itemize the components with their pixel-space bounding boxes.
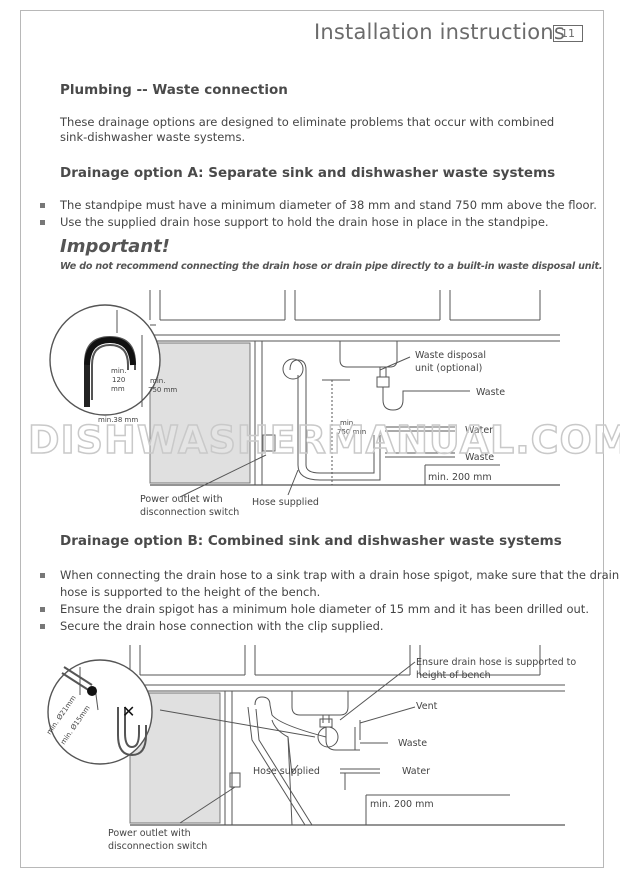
standpipe-label-min: min. [340,419,355,427]
bullet-icon [40,607,45,612]
page-frame [20,10,604,868]
bullet-text-cont: hose is supported to the height of the b… [60,585,321,599]
label-vent: Vent [416,701,438,712]
section-heading-plumbing: Plumbing -- Waste connection [60,82,288,98]
bullet-icon [40,203,45,208]
page-number: 11 [553,25,583,42]
bullet-text: Ensure the drain spigot has a minimum ho… [60,602,589,616]
bullet-icon [40,573,45,578]
option-a-bullet-list: The standpipe must have a minimum diamet… [40,197,597,231]
label-waste: Waste [476,387,505,398]
inset-label-min: min. [111,367,126,375]
inset-label-mm: mm [111,385,125,393]
label-hose-supplied: Hose supplied [252,497,319,508]
plumbing-intro: These drainage options are designed to e… [60,115,560,145]
section-heading-option-b: Drainage option B: Combined sink and dis… [60,533,562,549]
list-item: Ensure the drain spigot has a minimum ho… [40,601,619,618]
important-heading: Important! [60,236,170,257]
section-heading-option-a: Drainage option A: Separate sink and dis… [60,165,556,181]
label-power-outlet: Power outlet with [140,494,223,505]
bullet-text: Secure the drain hose connection with th… [60,619,384,633]
bullet-text: Use the supplied drain hose support to h… [60,215,549,229]
label-min-200: min. 200 mm [428,472,492,483]
label-waste: Waste [398,738,427,749]
list-item: Use the supplied drain hose support to h… [40,214,597,231]
important-note: We do not recommend connecting the drain… [60,261,603,272]
inset-label-min-750: min. [150,377,165,385]
label-ensure-support-2: height of bench [416,670,491,681]
inset-label-120: 120 [112,376,125,384]
bullet-text: When connecting the drain hose to a sink… [60,568,620,582]
standpipe-label-750: 750 mm [337,428,366,436]
inset-label-min-38: min.38 mm [98,416,138,424]
bullet-icon [40,220,45,225]
inset-label-750mm: 750 mm [148,386,177,394]
label-power-outlet-2: disconnection switch [108,841,207,852]
hose-clip-icon [87,686,97,696]
bullet-text: The standpipe must have a minimum diamet… [60,198,597,212]
option-b-bullet-list: When connecting the drain hose to a sink… [40,567,619,635]
plumbing-intro-line2: sink-dishwasher waste systems. [60,130,246,144]
page-title: Installation instructions [314,20,565,44]
label-waste-2: Waste [465,452,494,463]
bullet-icon [40,624,45,629]
label-waste-disposal-2: unit (optional) [415,363,482,374]
label-power-outlet: Power outlet with [108,828,191,839]
label-water: Water [465,425,493,436]
label-ensure-support: Ensure drain hose is supported to [416,657,576,668]
diagram-option-a: min. 120 mm min. 750 mm min.38 mm min. 7… [49,290,560,518]
label-hose-supplied: Hose supplied [253,766,320,777]
list-item: Secure the drain hose connection with th… [40,618,619,635]
watermark: DISHWASHERMANUAL.COM [27,417,620,463]
cross-icon: ✕ [122,702,135,721]
label-min-200: min. 200 mm [370,799,434,810]
label-waste-disposal: Waste disposal [415,350,486,361]
list-item: When connecting the drain hose to a sink… [40,567,619,601]
diagram-option-b: ✕ Ensure drain hose is supported to heig… [45,645,576,852]
hose-clip-icon [84,365,90,407]
label-power-outlet-2: disconnection switch [140,507,239,518]
list-item: The standpipe must have a minimum diamet… [40,197,597,214]
plumbing-intro-line1: These drainage options are designed to e… [60,115,555,129]
label-water: Water [402,766,430,777]
